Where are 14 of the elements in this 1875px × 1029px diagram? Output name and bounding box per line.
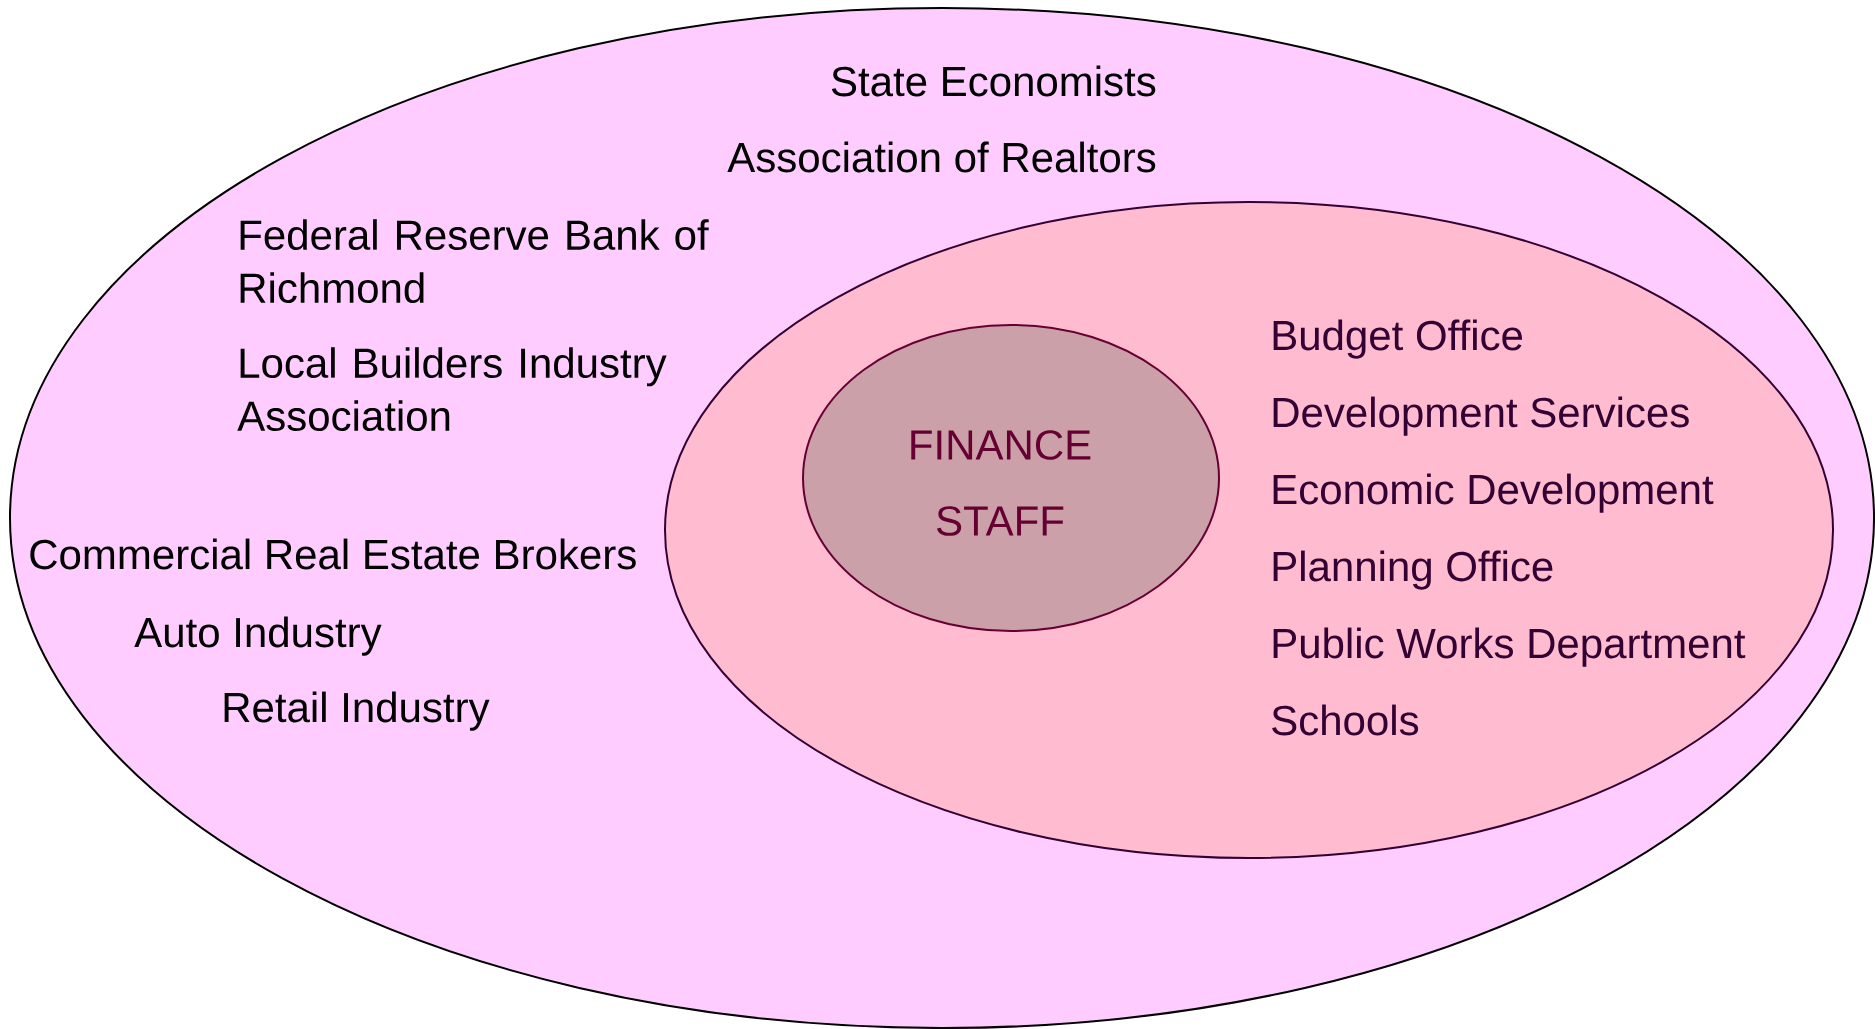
department-label: Public Works Department [1273, 627, 1746, 667]
department-label: Schools [1272, 704, 1419, 736]
department-label: Planning Office [1273, 550, 1553, 590]
group-label: Federal Reserve Bank of Richmond [240, 219, 709, 304]
department-label: Budget Office [1273, 319, 1523, 359]
group-label: Auto Industry [134, 616, 382, 656]
group-label: State Economists [831, 65, 1156, 97]
group-label: Commercial Real Estate Brokers [30, 538, 636, 570]
department-label: Economic Development [1273, 473, 1714, 513]
staff-label: FINANCE STAFF [911, 430, 1091, 536]
group-label: Local Builders Industry Association [237, 347, 667, 432]
department-label: Development Services [1273, 396, 1689, 436]
group-label: Retail Industry [224, 691, 490, 731]
group-label: Association of Realtors [727, 141, 1156, 173]
